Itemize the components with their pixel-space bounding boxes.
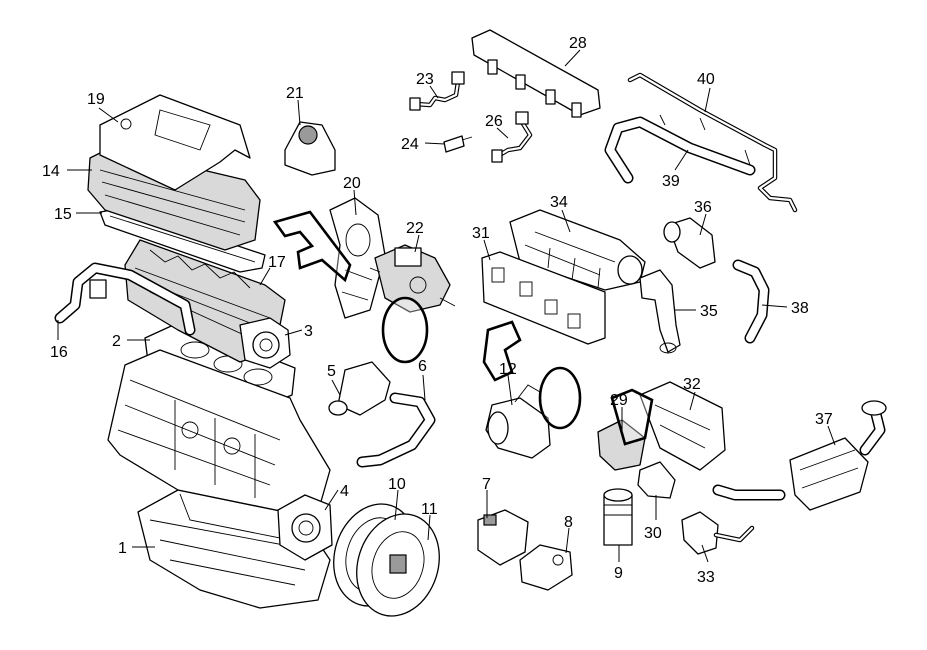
callout-7: 7 xyxy=(482,476,491,493)
callout-26: 26 xyxy=(485,113,503,130)
part-16-coolant-pipe[interactable] xyxy=(54,262,196,336)
part-28-fuel-rail[interactable] xyxy=(471,29,601,118)
part-39-hose[interactable] xyxy=(604,116,756,184)
part-19-engine-top-cover[interactable] xyxy=(99,94,251,191)
callout-19: 19 xyxy=(87,91,105,108)
callout-14: 14 xyxy=(42,163,60,180)
part-31-manifold-gasket[interactable] xyxy=(481,251,606,345)
engine-block[interactable] xyxy=(107,349,331,516)
callout-10: 10 xyxy=(388,476,406,493)
part-12-starter-motor[interactable] xyxy=(485,384,551,459)
callout-6: 6 xyxy=(418,358,427,375)
callout-11: 11 xyxy=(421,501,438,518)
part-24-glow-plug[interactable] xyxy=(443,135,473,153)
callout-1: 1 xyxy=(118,540,127,557)
callout-38: 38 xyxy=(791,300,809,317)
callout-21: 21 xyxy=(286,85,304,102)
part-34-intake-manifold[interactable] xyxy=(509,209,646,291)
callout-22: 22 xyxy=(406,220,424,237)
part-6-coolant-hose[interactable] xyxy=(356,392,436,468)
part-40-vacuum-line[interactable] xyxy=(627,72,798,213)
callout-30: 30 xyxy=(644,525,662,542)
callout-29: 29 xyxy=(610,392,628,409)
callout-32: 32 xyxy=(683,376,701,393)
part-3-housing[interactable] xyxy=(239,317,291,369)
watermark-letters xyxy=(272,210,654,446)
callout-17: 17 xyxy=(268,254,286,271)
part-22-injection-pump[interactable] xyxy=(369,244,456,313)
part-30-egr-cooler[interactable] xyxy=(637,461,676,499)
callout-28: 28 xyxy=(569,35,587,52)
callout-40: 40 xyxy=(697,71,715,88)
callout-36: 36 xyxy=(694,199,712,216)
callout-8: 8 xyxy=(564,514,573,531)
part-32-exhaust-manifold[interactable] xyxy=(639,381,726,471)
part-20-timing-cover[interactable] xyxy=(329,197,386,319)
part-35-intake-pipe[interactable] xyxy=(639,269,681,354)
leader-lines xyxy=(57,49,836,563)
part-26-temperature-sensor[interactable] xyxy=(491,111,533,163)
part-9-fuel-filter[interactable] xyxy=(603,488,633,546)
callout-33: 33 xyxy=(697,569,715,586)
callout-20: 20 xyxy=(343,175,361,192)
part-4-water-pump[interactable] xyxy=(277,494,333,561)
callout-37: 37 xyxy=(815,411,833,428)
callout-9: 9 xyxy=(614,565,623,582)
callout-5: 5 xyxy=(327,363,336,380)
part-21-mount-bracket[interactable] xyxy=(284,121,336,176)
callout-16: 16 xyxy=(50,344,68,361)
callout-23: 23 xyxy=(416,71,434,88)
callout-24: 24 xyxy=(401,136,419,153)
callout-15: 15 xyxy=(54,206,72,223)
callout-31: 31 xyxy=(472,225,490,242)
part-37-catalytic-converter[interactable] xyxy=(712,400,887,511)
part-5-thermostat-housing[interactable] xyxy=(328,361,391,416)
callout-34: 34 xyxy=(550,194,568,211)
part-7-engine-mount[interactable] xyxy=(477,509,529,566)
callout-12: 12 xyxy=(499,361,517,378)
part-33-egr-solenoid[interactable] xyxy=(681,511,755,555)
callout-3: 3 xyxy=(304,323,313,340)
callout-4: 4 xyxy=(340,483,349,500)
callout-35: 35 xyxy=(700,303,718,320)
part-11-clutch-plate[interactable] xyxy=(344,503,452,627)
part-38-breather-hose[interactable] xyxy=(732,259,770,344)
part-36-egr-valve[interactable] xyxy=(663,217,716,269)
callout-labels: 1 2 3 4 5 6 7 8 9 10 11 12 14 15 16 17 1… xyxy=(42,35,833,586)
callout-39: 39 xyxy=(662,173,680,190)
part-23-sensor-lead[interactable] xyxy=(409,71,465,111)
callout-2: 2 xyxy=(112,333,121,350)
part-8-mount-bracket[interactable] xyxy=(519,544,573,591)
